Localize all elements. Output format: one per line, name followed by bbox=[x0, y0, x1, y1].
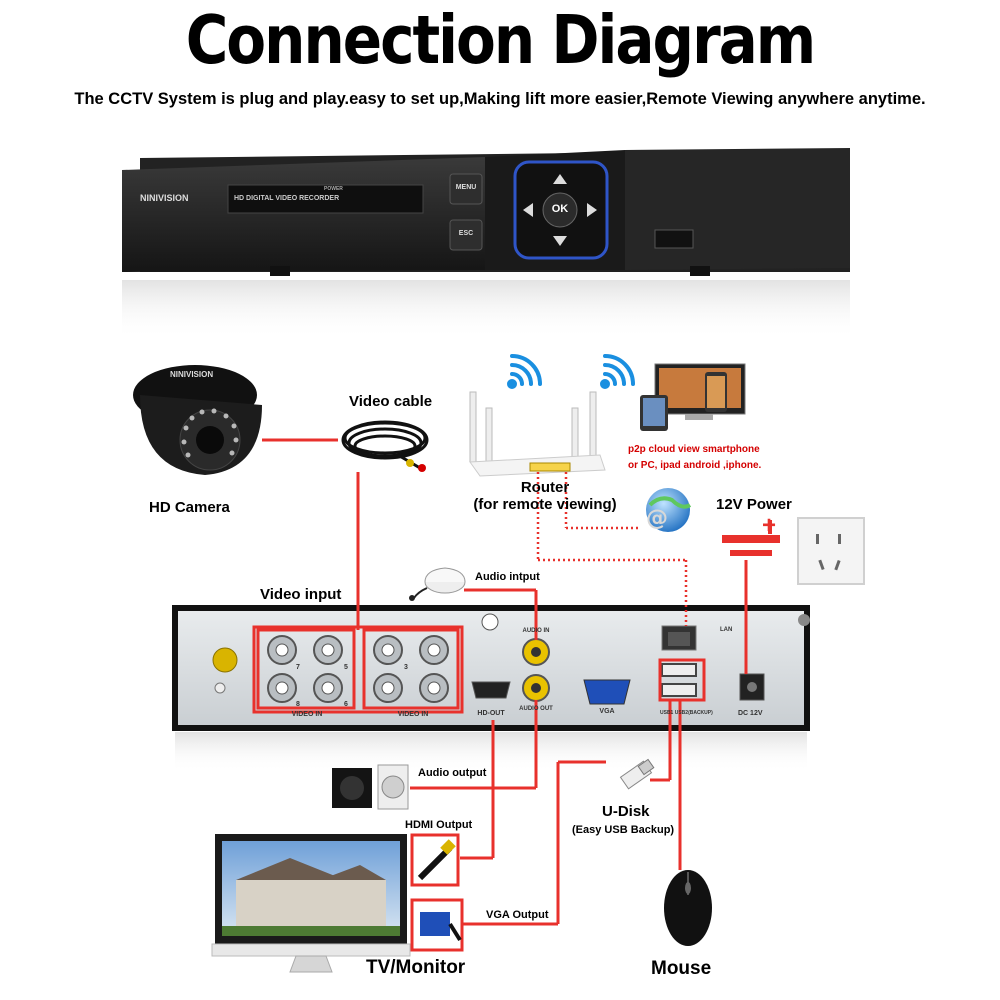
router-device bbox=[469, 391, 606, 477]
channel-3-label: 3 bbox=[404, 664, 408, 671]
hdmi-cable-thumbnail bbox=[410, 833, 460, 887]
udisk-sublabel: (Easy USB Backup) bbox=[572, 824, 675, 836]
tv-monitor-device bbox=[211, 834, 411, 973]
wifi-icon-left bbox=[507, 354, 542, 389]
usb-stick-device bbox=[619, 758, 655, 790]
video-input-label: Video input bbox=[260, 586, 342, 603]
audio-output-label: Audio output bbox=[418, 767, 487, 779]
audio-input-label: Audio intput bbox=[475, 571, 540, 583]
wifi-icon-right bbox=[600, 354, 635, 389]
vga-cable-thumbnail bbox=[410, 898, 464, 952]
hd-out-port-label: HD-OUT bbox=[477, 710, 505, 717]
microphone-device bbox=[409, 567, 466, 601]
mouse-label: Mouse bbox=[651, 958, 712, 979]
svg-text:@: @ bbox=[646, 506, 668, 531]
speakers-device bbox=[332, 764, 409, 810]
channel-8-label: 8 bbox=[296, 701, 300, 708]
dvr-panel-label: HD DIGITAL VIDEO RECORDER bbox=[234, 195, 340, 202]
dvr-front-unit bbox=[122, 148, 850, 340]
dc-port-label: DC 12V bbox=[738, 710, 763, 717]
camera-label: HD Camera bbox=[149, 499, 230, 516]
dvr-power-label: POWER bbox=[324, 186, 343, 192]
video-cable-coil bbox=[341, 420, 429, 472]
lan-port-label: LAN bbox=[720, 627, 733, 633]
menu-button[interactable]: MENU bbox=[455, 184, 477, 191]
ok-button[interactable]: OK bbox=[551, 203, 569, 215]
usb-port-label: USB1 USB2(BACKUP) bbox=[660, 710, 713, 716]
channel-5-label: 5 bbox=[344, 664, 348, 671]
mouse-device bbox=[664, 870, 712, 946]
p2p-devices-image bbox=[640, 363, 746, 431]
monitor-label: TV/Monitor bbox=[366, 957, 466, 978]
power-symbol bbox=[722, 520, 780, 556]
video-in-label-1: VIDEO IN bbox=[291, 711, 323, 718]
page-subtitle: The CCTV System is plug and play.easy to… bbox=[74, 90, 926, 108]
page-title: Connection Diagram bbox=[185, 0, 817, 80]
globe-internet-icon: @ bbox=[646, 488, 692, 532]
vga-port-label: VGA bbox=[599, 708, 615, 715]
power-plus-sign: + bbox=[762, 512, 777, 539]
dome-camera bbox=[133, 365, 262, 475]
udisk-label: U-Disk bbox=[602, 803, 650, 820]
connection-lines bbox=[262, 438, 748, 926]
channel-7-label: 7 bbox=[296, 664, 300, 671]
router-label: Router bbox=[520, 479, 570, 496]
channel-6-label: 6 bbox=[344, 701, 348, 708]
hdmi-output-label: HDMI Output bbox=[405, 819, 473, 831]
p2p-line2: or PC, ipad android ,iphone. bbox=[628, 460, 762, 471]
camera-brand-logo: NINIVISION bbox=[170, 370, 214, 379]
wall-socket bbox=[797, 517, 865, 585]
dvr-brand-logo: NINIVISION bbox=[140, 193, 189, 203]
vga-output-label: VGA Output bbox=[486, 909, 549, 921]
network-dotted-lines bbox=[536, 472, 688, 626]
video-cable-label: Video cable bbox=[349, 393, 433, 410]
audio-out-port-label: AUDIO OUT bbox=[519, 706, 553, 712]
power-label: 12V Power bbox=[716, 496, 792, 513]
audio-in-port-label: AUDIO IN bbox=[522, 628, 550, 634]
esc-button[interactable]: ESC bbox=[458, 230, 474, 237]
video-in-label-2: VIDEO IN bbox=[397, 711, 429, 718]
p2p-line1: p2p cloud view smartphone bbox=[628, 444, 760, 455]
router-sublabel: (for remote viewing) bbox=[473, 496, 617, 513]
